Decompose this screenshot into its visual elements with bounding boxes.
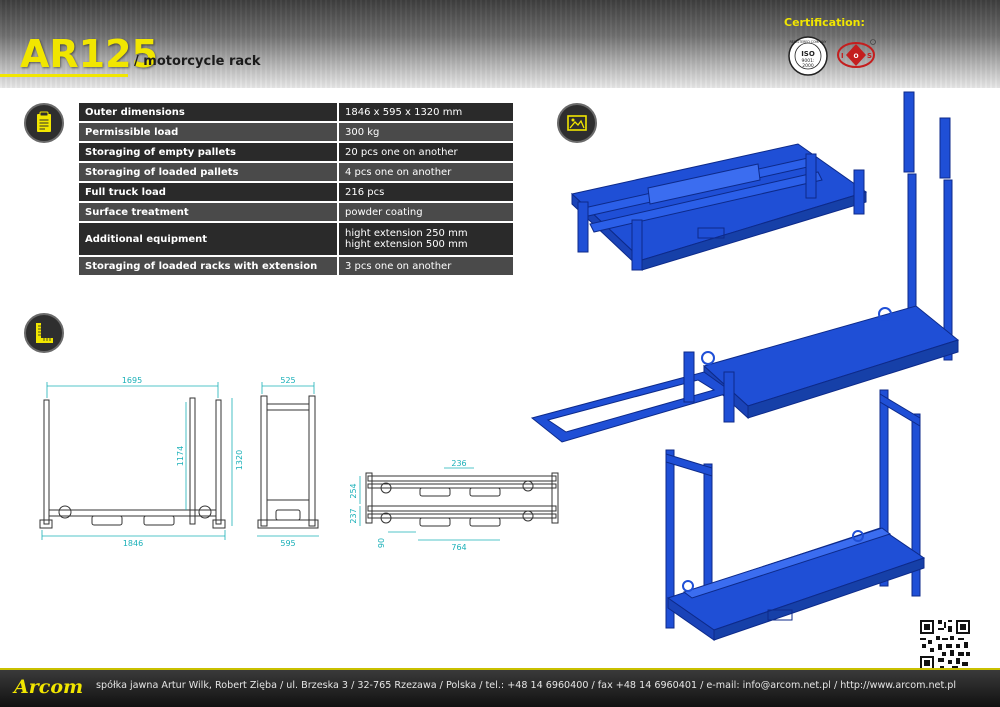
iso-certification-seal: REGISTERED COMPANY ISO 9001: 2000 [788,36,828,76]
spec-label: Additional equipment [79,222,339,257]
dim-stack-h2: 237 [349,508,358,523]
spec-value-line: hight extension 250 mm [345,228,468,239]
spec-value: 4 pcs one on another [338,162,513,183]
footer-logo: Arcom [14,676,84,698]
spec-label: Storaging of loaded pallets [79,162,339,183]
footer-accent-line [0,668,1000,670]
page-title: AR125 [20,32,158,76]
rack-render-ramp [530,91,960,443]
technical-drawings: 1695 1846 1174 1320 525 595 [39,376,559,552]
spec-value: powder coating [338,202,513,223]
rack-render-folded [570,143,868,272]
clipboard-icon [24,103,64,143]
dim-stack-bottom-left: 90 [377,538,386,548]
dim-stack-bottom: 764 [451,543,466,552]
qr-code[interactable] [918,618,972,672]
ios-letter-o: O [853,53,858,60]
dim-front-width-bottom: 1846 [123,539,143,548]
stacked-view-drawing [365,472,559,527]
spec-label: Outer dimensions [79,103,339,123]
stacked-view-dimensions [359,467,500,541]
front-view-drawing [39,397,226,529]
table-row: Storaging of loaded racks with extension… [79,256,513,277]
rack-renderings [530,91,960,641]
title-underline [0,74,128,77]
rack-render-upright [665,389,926,641]
iso-seal-mark: ISO [801,50,815,58]
side-view-dimensions [257,382,319,537]
spec-label: Storaging of loaded racks with extension [79,256,339,277]
spec-value: 20 pcs one on another [338,142,513,163]
spec-label: Full truck load [79,182,339,203]
dim-front-width-top: 1695 [122,376,142,385]
iso-seal-std: 9001: [802,58,815,64]
spec-value: 1846 x 595 x 1320 mm [338,103,513,123]
side-view-drawing [257,395,319,529]
header-band [0,0,1000,88]
footer-bar [0,670,1000,707]
dim-stack-h1: 254 [349,483,358,498]
page-subtitle: / motorcycle rack [134,54,261,69]
certification-label: Certification: [784,16,865,29]
dim-front-inner-height: 1174 [176,446,185,466]
dim-stack-width-top: 236 [451,459,466,468]
ios-letter-i: I [841,52,844,60]
spec-label: Surface treatment [79,202,339,223]
dim-side-width-top: 525 [280,376,295,385]
iso-seal-top-text: REGISTERED COMPANY [789,40,826,44]
spec-label: Storaging of empty pallets [79,142,339,163]
ios-letter-s: S [867,52,872,60]
spec-value-line: hight extension 500 mm [345,239,468,250]
spec-value: 216 pcs [338,182,513,203]
dim-front-height: 1320 [235,450,244,470]
footer-contact-text: spółka jawna Artur Wilk, Robert Zięba / … [96,680,957,691]
spec-label: Permissible load [79,122,339,143]
spec-value: 3 pcs one on another [338,256,513,277]
iso-seal-year: 2000 [802,63,814,69]
image-icon [557,103,597,143]
ios-certification-logo: I O S [837,39,876,68]
measure-icon [24,313,64,353]
dim-side-width-bottom: 595 [280,539,295,548]
spec-value: 300 kg [338,122,513,143]
front-view-dimensions [41,382,233,540]
